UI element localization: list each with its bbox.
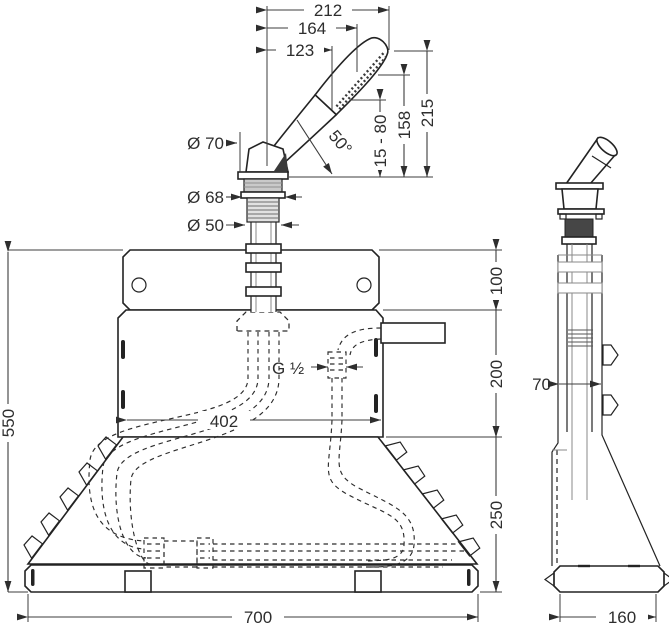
side-dark-block — [564, 218, 594, 238]
base-foot — [124, 570, 152, 593]
side-tab — [602, 344, 619, 366]
holder-escutcheon — [237, 141, 289, 223]
dim-215-label: 215 — [418, 99, 437, 127]
side-view — [543, 136, 669, 593]
escutcheon-flange — [237, 171, 289, 180]
body-slot — [374, 394, 378, 413]
body-slot — [121, 340, 125, 359]
dim-550-label: 550 — [0, 409, 18, 437]
dim-250-label: 250 — [487, 501, 506, 529]
dim-123-label: 123 — [286, 41, 314, 60]
side-threads — [568, 329, 593, 347]
dim-thread-label: G ½ — [272, 359, 304, 378]
dimension-labels: 212 164 123 15 - 80 158 215 50° Ø 70 Ø 6… — [0, 1, 648, 627]
base-foot — [354, 570, 382, 593]
dim-15-80-label: 15 - 80 — [371, 115, 390, 168]
side-panel — [551, 244, 661, 567]
base-slot — [31, 569, 35, 586]
ring-68 — [243, 178, 283, 193]
hoses — [88, 311, 468, 569]
base-rail — [24, 564, 479, 593]
spout-elbow-pipe — [327, 327, 415, 568]
dim-angle-label: 50° — [325, 127, 356, 159]
apron — [23, 436, 481, 565]
dim-700-label: 700 — [244, 608, 272, 627]
body-slot — [374, 338, 378, 357]
dim-402-label: 402 — [210, 412, 238, 431]
plate-hole-left — [131, 277, 147, 293]
holder-shadow — [274, 153, 288, 171]
front-view — [23, 36, 481, 593]
threaded-shaft-50 — [246, 197, 280, 223]
dim-164-label: 164 — [298, 19, 326, 38]
base-slot — [467, 569, 471, 586]
body-panel — [117, 309, 384, 438]
dim-158-label: 158 — [395, 111, 414, 139]
dim-70-side-label: 70 — [532, 375, 551, 394]
dim-dia50-label: Ø 50 — [187, 216, 224, 235]
dim-200-label: 200 — [487, 360, 506, 388]
dim-160-label: 160 — [608, 608, 636, 627]
plate-hole-right — [356, 277, 372, 293]
spray-face-row — [335, 51, 385, 108]
dim-dia70-label: Ø 70 — [187, 134, 224, 153]
dim-100-label: 100 — [487, 267, 506, 295]
side-tab — [602, 394, 619, 416]
hose-connector — [143, 537, 214, 569]
secufix-band — [240, 191, 286, 199]
side-base — [543, 564, 669, 593]
apron-teeth-left — [23, 436, 118, 560]
side-holder — [555, 182, 605, 245]
hand-shower-head — [314, 36, 389, 116]
spout-stub — [380, 322, 446, 344]
dim-dia68-label: Ø 68 — [187, 188, 224, 207]
apron-teeth-right — [384, 441, 481, 557]
dim-212-label: 212 — [314, 1, 342, 20]
body-slot — [121, 390, 125, 409]
riser-column — [245, 222, 282, 312]
side-hand-shower-stub — [564, 136, 618, 185]
side-base-tab-left — [543, 571, 555, 588]
